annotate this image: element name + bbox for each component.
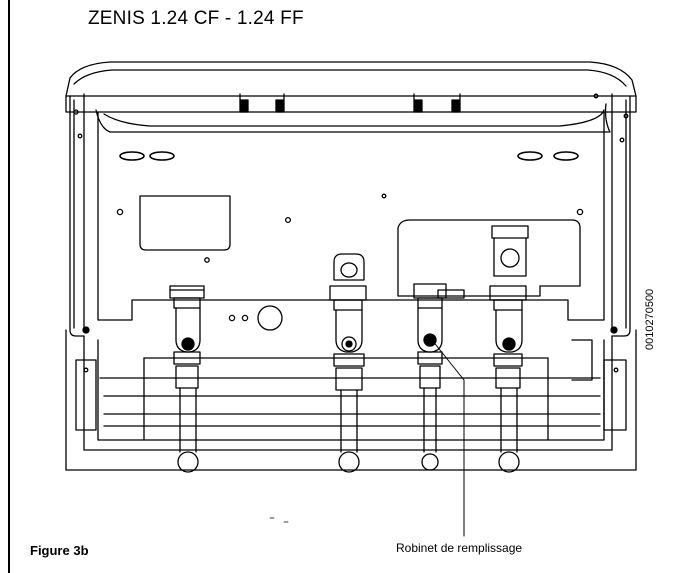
lower-frame — [65, 326, 637, 471]
valve-4 — [489, 225, 529, 473]
callout-label: Robinet de remplissage — [396, 541, 523, 555]
boiler-top-cover — [65, 61, 637, 133]
callout-leader-diagonal — [431, 339, 465, 381]
scan-marks — [269, 517, 289, 523]
diagram-title: ZENIS 1.24 CF - 1.24 FF — [88, 8, 304, 29]
valve-1 — [169, 285, 205, 473]
page-left-rule — [8, 0, 10, 573]
plate-cutouts — [116, 151, 584, 331]
valve-2 — [329, 253, 367, 473]
valve-3 — [413, 283, 447, 471]
figure-label: Figure 3b — [30, 543, 89, 558]
